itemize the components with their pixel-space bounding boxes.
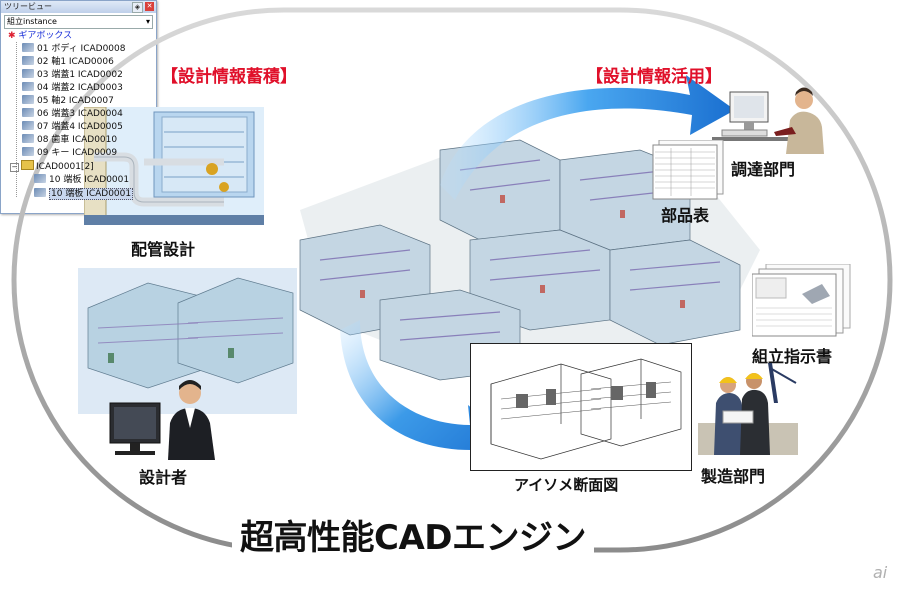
procurement-label: 調達部門: [731, 156, 795, 180]
watermark-logo: ai: [873, 563, 887, 582]
expand-minus-icon[interactable]: −: [10, 163, 19, 172]
assembly-instructions-image: [752, 264, 852, 338]
part-icon: [22, 121, 34, 130]
pin-icon[interactable]: ◈: [132, 2, 143, 13]
part-icon: [22, 43, 34, 52]
tree-view-selector[interactable]: 組立instance: [4, 15, 153, 29]
iso-section-drawing: [470, 343, 692, 471]
part-icon: [22, 56, 34, 65]
iso-section-label: アイソメ断面図: [514, 474, 618, 495]
tree-subassembly-item[interactable]: −ICAD0001[2]: [10, 160, 94, 173]
designer-figure-image: [100, 378, 225, 460]
engine-title: 超高性能CADエンジン: [232, 510, 594, 559]
part-icon: [34, 188, 46, 197]
parts-list-label: 部品表: [661, 202, 709, 226]
piping-design-label: 配管設計: [131, 236, 195, 260]
tree-view-titlebar: ツリービュー ◈ ✕: [1, 1, 156, 13]
tree-item[interactable]: 06 端蓋3 ICAD0004: [22, 108, 123, 121]
tree-item[interactable]: 02 軸1 ICAD0006: [22, 56, 114, 69]
part-icon: [22, 108, 34, 117]
tree-item[interactable]: 05 軸2 ICAD0007: [22, 95, 114, 108]
part-icon: [22, 82, 34, 91]
tree-item[interactable]: 04 端蓋2 ICAD0003: [22, 82, 123, 95]
procurement-figure-image: [712, 82, 827, 154]
parts-list-image: [651, 140, 726, 200]
close-icon[interactable]: ✕: [145, 2, 154, 11]
gearbox-icon: ✱: [8, 31, 16, 41]
tree-item[interactable]: 01 ボディ ICAD0008: [22, 43, 125, 56]
manufacturing-label: 製造部門: [701, 463, 765, 487]
tree-item[interactable]: 09 キー ICAD0009: [22, 147, 117, 160]
designer-label: 設計者: [139, 464, 187, 488]
part-icon: [22, 134, 34, 143]
part-icon: [22, 69, 34, 78]
usage-heading: 【設計情報活用】: [586, 62, 722, 87]
tree-item[interactable]: 03 端蓋1 ICAD0002: [22, 69, 123, 82]
tree-guide-line: [16, 42, 17, 197]
part-icon: [22, 147, 34, 156]
tree-view-title: ツリービュー: [4, 2, 52, 11]
part-icon: [22, 95, 34, 104]
tree-item-selected[interactable]: 10 端板 ICAD0001: [34, 188, 133, 201]
tree-item[interactable]: 07 端蓋4 ICAD0005: [22, 121, 123, 134]
part-icon: [34, 174, 46, 183]
storage-heading: 【設計情報蓄積】: [161, 62, 297, 87]
tree-item[interactable]: 08 歯車 ICAD0010: [22, 134, 117, 147]
tree-root-item[interactable]: ✱ ギアボックス: [8, 30, 72, 43]
tree-item[interactable]: 10 端板 ICAD0001: [34, 174, 129, 187]
manufacturing-figure-image: [698, 363, 798, 455]
folder-icon: [21, 160, 34, 170]
